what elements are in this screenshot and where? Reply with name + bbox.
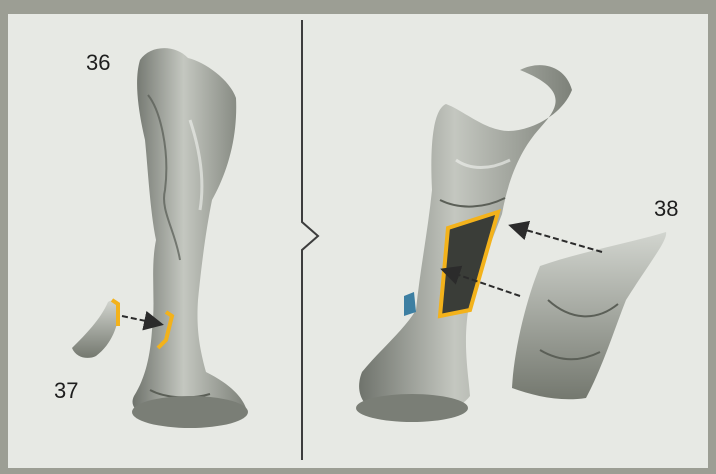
part-number-38: 38	[654, 196, 678, 222]
top-notch	[8, 0, 716, 14]
part-number-36: 36	[86, 50, 110, 76]
panel-background	[8, 14, 708, 468]
part-number-37: 37	[54, 378, 78, 404]
